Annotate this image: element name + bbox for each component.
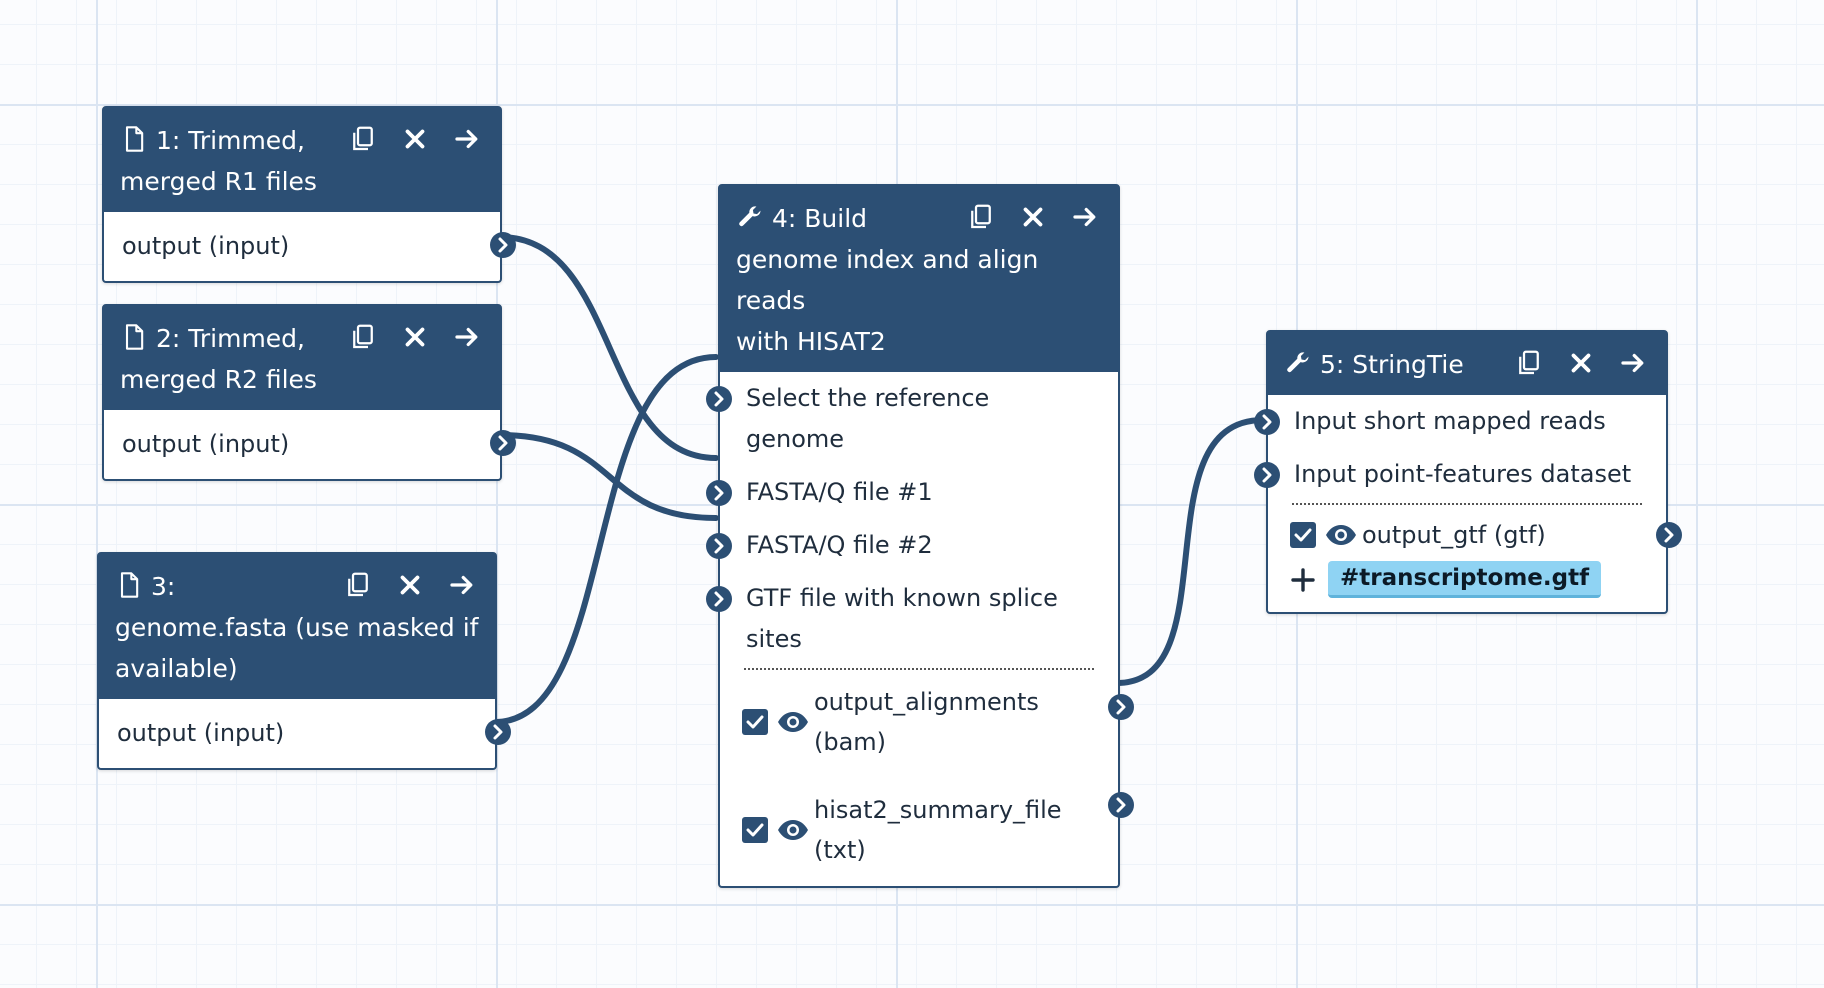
close-icon[interactable] [1018, 202, 1048, 232]
node-header[interactable]: 5: StringTie [1268, 332, 1666, 395]
wrench-icon [1284, 349, 1312, 377]
output-tag[interactable]: #transcriptome.gtf [1328, 561, 1602, 598]
output-label: output (input) [122, 232, 290, 260]
copy-icon[interactable] [1514, 348, 1544, 378]
checkbox-checked-icon[interactable] [742, 817, 768, 843]
output-row: output (input) [104, 416, 516, 473]
node-title-cont: genome index and align reads [736, 245, 1039, 315]
output-label: hisat2_summary_file(txt) [814, 796, 1062, 864]
close-icon[interactable] [400, 322, 430, 352]
output-label: output (input) [117, 719, 285, 747]
node-body: Input short mapped reads Input point-fea… [1254, 395, 1682, 612]
edge-1-to-4-fastq1 [497, 234, 719, 461]
node-header[interactable]: 3: genome.fasta (use masked if available… [99, 554, 495, 699]
tag-row: #transcriptome.gtf [1268, 559, 1666, 606]
input-label: FASTA/Q file #1 [746, 478, 933, 506]
arrow-right-icon[interactable] [1618, 348, 1648, 378]
chevron-right-icon[interactable] [706, 586, 732, 612]
chevron-right-icon[interactable] [1254, 462, 1280, 488]
output-row-gtf: output_gtf (gtf) [1268, 511, 1682, 559]
input-row-gtf: GTF file with known splice sites [706, 578, 1118, 660]
chevron-right-icon[interactable] [1656, 522, 1682, 548]
input-row-fastq-1: FASTA/Q file #1 [706, 472, 1118, 513]
chevron-right-icon[interactable] [485, 719, 511, 745]
node-title-cont2: with HISAT2 [736, 327, 886, 356]
workflow-node-5[interactable]: 5: StringTie Input short mapped reads In… [1254, 330, 1682, 614]
node-header[interactable]: 1: Trimmed, merged R1 files [104, 108, 500, 212]
chevron-right-icon[interactable] [706, 386, 732, 412]
output-row: output (input) [99, 705, 511, 762]
edge-4-to-5-reads [1114, 417, 1266, 686]
node-body: Select the reference genome FASTA/Q file… [706, 372, 1134, 886]
copy-icon[interactable] [343, 570, 373, 600]
close-icon[interactable] [400, 124, 430, 154]
checkbox-checked-icon[interactable] [742, 709, 768, 735]
input-row-fastq-2: FASTA/Q file #2 [706, 525, 1118, 566]
node-body: output (input) [104, 410, 516, 479]
input-row-reference-genome: Select the reference genome [706, 378, 1118, 460]
output-row: output (input) [104, 218, 516, 275]
eye-icon[interactable] [1324, 522, 1358, 548]
chevron-right-icon[interactable] [706, 480, 732, 506]
node-body: output (input) [99, 699, 511, 768]
file-icon [120, 323, 148, 351]
eye-icon[interactable] [776, 817, 810, 843]
workflow-node-2[interactable]: 2: Trimmed, merged R2 files output (inpu… [102, 304, 516, 481]
arrow-right-icon[interactable] [452, 124, 482, 154]
arrow-right-icon[interactable] [452, 322, 482, 352]
edge-2-to-4-fastq2 [497, 432, 719, 521]
copy-icon[interactable] [348, 124, 378, 154]
eye-icon[interactable] [776, 709, 810, 735]
plus-icon[interactable] [1288, 565, 1318, 595]
node-title: 4: Build [772, 204, 868, 233]
close-icon[interactable] [395, 570, 425, 600]
input-label: GTF file with known splice [746, 584, 1058, 612]
input-label: Input point-features dataset [1294, 460, 1632, 488]
chevron-right-icon[interactable] [1108, 694, 1134, 720]
chevron-right-icon[interactable] [490, 232, 516, 258]
output-label: output_gtf (gtf) [1362, 521, 1546, 549]
input-row-point-features: Input point-features dataset [1254, 454, 1666, 495]
workflow-node-3[interactable]: 3: genome.fasta (use masked if available… [97, 552, 511, 770]
output-row-alignments: output_alignments(bam) [720, 676, 1134, 766]
node-body: output (input) [104, 212, 516, 281]
input-label: Input short mapped reads [1294, 407, 1606, 435]
node-title-cont: merged R2 files [120, 365, 317, 394]
input-label: Select the reference [746, 384, 990, 412]
input-label-cont: genome [746, 425, 845, 453]
input-label-cont: sites [746, 625, 802, 653]
edge-3-to-4-reference [492, 354, 719, 725]
chevron-right-icon[interactable] [490, 430, 516, 456]
output-row-summary: hisat2_summary_file(txt) [720, 786, 1134, 880]
node-title-cont: genome.fasta (use masked if [115, 613, 479, 642]
divider [1292, 503, 1642, 505]
wrench-icon [736, 203, 764, 231]
chevron-right-icon[interactable] [1254, 409, 1280, 435]
arrow-right-icon[interactable] [447, 570, 477, 600]
close-icon[interactable] [1566, 348, 1596, 378]
workflow-node-4[interactable]: 4: Build genome index and align reads wi… [706, 184, 1134, 888]
file-icon [115, 571, 143, 599]
input-row-mapped-reads: Input short mapped reads [1254, 401, 1666, 442]
input-label: FASTA/Q file #2 [746, 531, 933, 559]
output-label: output_alignments(bam) [814, 688, 1039, 756]
output-label: output (input) [122, 430, 290, 458]
node-title: 3: [151, 572, 176, 601]
node-header[interactable]: 2: Trimmed, merged R2 files [104, 306, 500, 410]
node-title-cont: merged R1 files [120, 167, 317, 196]
node-title-cont2: available) [115, 654, 238, 683]
node-title: 5: StringTie [1320, 350, 1464, 379]
copy-icon[interactable] [966, 202, 996, 232]
arrow-right-icon[interactable] [1070, 202, 1100, 232]
copy-icon[interactable] [348, 322, 378, 352]
node-title: 2: Trimmed, [156, 324, 305, 353]
chevron-right-icon[interactable] [706, 533, 732, 559]
node-header[interactable]: 4: Build genome index and align reads wi… [720, 186, 1118, 372]
checkbox-checked-icon[interactable] [1290, 522, 1316, 548]
file-icon [120, 125, 148, 153]
node-title: 1: Trimmed, [156, 126, 305, 155]
workflow-node-1[interactable]: 1: Trimmed, merged R1 files output (inpu… [102, 106, 516, 283]
chevron-right-icon[interactable] [1108, 792, 1134, 818]
divider [744, 668, 1094, 670]
